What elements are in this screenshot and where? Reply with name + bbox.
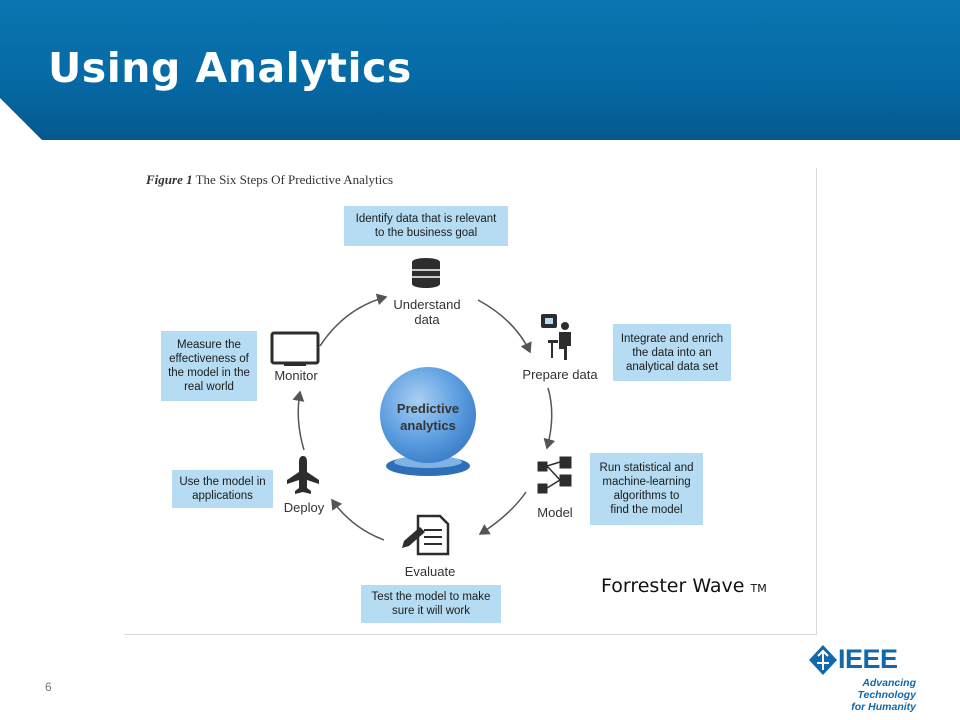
airplane-icon [287, 456, 319, 494]
step-label-deploy: Deploy [283, 500, 325, 515]
source-label: Forrester Wave TM [601, 575, 767, 597]
callout-prepare-data: Integrate and enrich the data into an an… [613, 324, 731, 381]
ieee-logo: IEEE Advancing Technology for Humanity [808, 644, 920, 713]
person-at-computer-icon [541, 314, 571, 360]
figure-caption-prefix: Figure 1 [146, 172, 193, 187]
slide-title: Using Analytics [48, 44, 412, 92]
center-label: Predictive analytics [396, 401, 460, 433]
logo-tagline: Advancing Technology for Humanity [851, 677, 916, 713]
figure-caption-text: The Six Steps Of Predictive Analytics [195, 172, 394, 187]
arrow-evaluate-to-deploy [331, 498, 385, 541]
step-label-model: Model [537, 505, 573, 520]
step-label-prepare-data: Prepare data [522, 367, 598, 382]
step-label-monitor: Monitor [274, 368, 318, 383]
callout-monitor: Measure the effectiveness of the model i… [161, 331, 257, 401]
arrow-prepare-to-model [543, 387, 556, 450]
callout-model: Run statistical and machine-learning alg… [590, 453, 703, 525]
arrow-model-to-evaluate [478, 491, 527, 535]
checklist-pencil-icon [402, 514, 450, 556]
title-banner [0, 0, 960, 140]
arrow-monitor-to-understand [319, 293, 388, 347]
monitor-icon [270, 331, 320, 366]
flowchart-icon [537, 456, 572, 494]
sphere [380, 367, 476, 463]
arrow-understand-to-prepare [477, 299, 532, 354]
ieee-diamond-icon [809, 645, 837, 675]
trademark-mark: TM [750, 582, 767, 595]
page-number: 6 [45, 680, 52, 694]
logo-wordmark: IEEE [838, 644, 898, 674]
callout-understand-data: Identify data that is relevant to the bu… [344, 206, 508, 246]
database-icon [412, 258, 440, 288]
step-label-understand-data: Understand data [393, 297, 461, 327]
source-text: Forrester Wave [601, 575, 745, 597]
callout-evaluate: Test the model to make sure it will work [361, 585, 501, 623]
callout-deploy: Use the model in applications [172, 470, 273, 508]
arrow-deploy-to-monitor [292, 390, 305, 451]
figure-caption: Figure 1 The Six Steps Of Predictive Ana… [146, 172, 393, 188]
step-label-evaluate: Evaluate [404, 564, 456, 579]
